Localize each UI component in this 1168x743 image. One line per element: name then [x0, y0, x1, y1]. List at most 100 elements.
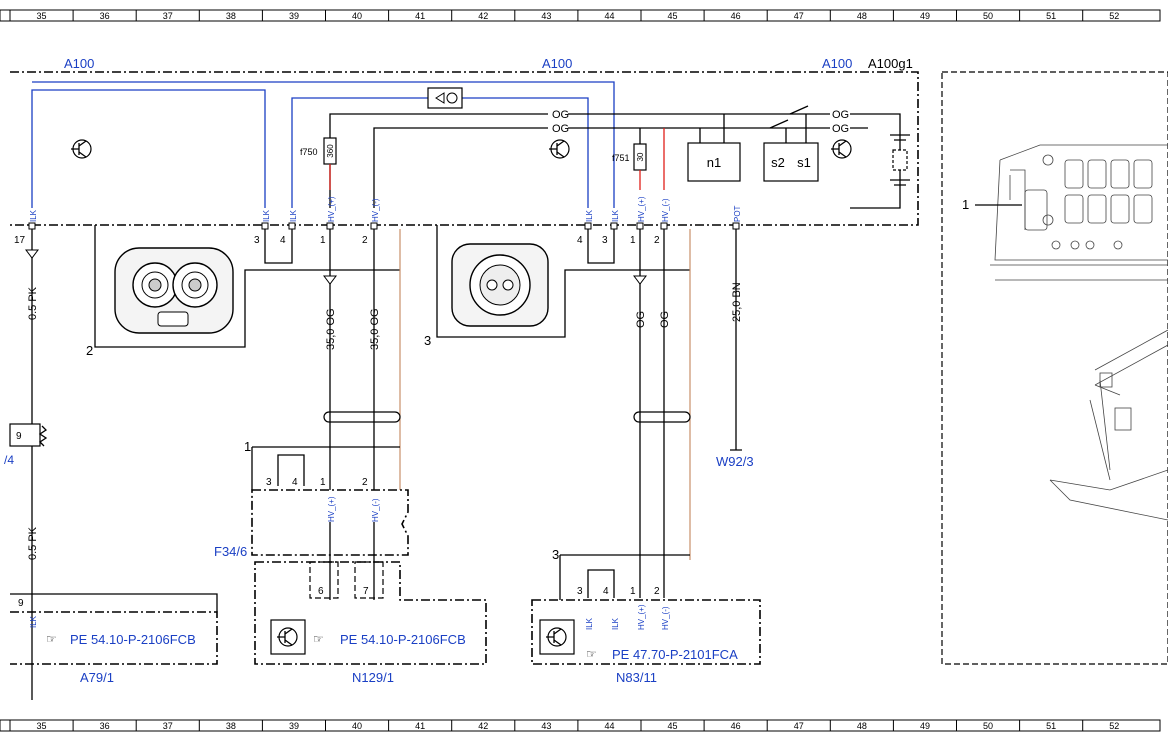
pin-name-hv-neg: HV_(-): [371, 198, 380, 222]
grid-top-cell-label: 44: [604, 11, 614, 21]
grid-bottom-cell-label: 41: [415, 721, 425, 731]
grid-top-cell-label: 48: [857, 11, 867, 21]
fuse-f751-value: 30: [636, 152, 645, 161]
hv-connector-1-icon: [114, 247, 234, 334]
grid-top-cell-label: 46: [731, 11, 741, 21]
a100-label-2: A100: [542, 56, 572, 71]
grid-top-cell-label: 47: [794, 11, 804, 21]
n129-inner-2: [354, 561, 384, 599]
grid-bottom-cell-label: 46: [731, 721, 741, 731]
n129-ref[interactable]: PE 54.10-P-2106FCB: [340, 632, 466, 647]
pin-name-hv-neg: HV_(-): [661, 198, 670, 222]
grid-bottom-cell-label: 35: [37, 721, 47, 731]
a100-label-1: A100: [64, 56, 94, 71]
grid-top-cell-label: 42: [478, 11, 488, 21]
n129-inner-1: [309, 561, 339, 599]
grid-bottom-cell-label: 38: [226, 721, 236, 731]
picture-callout-1: 1: [962, 197, 969, 212]
f34-out-wires: [329, 522, 375, 600]
block-feeds: [699, 114, 807, 150]
hand-pointer-icon: ☞: [46, 632, 57, 646]
pin-number: 6: [318, 586, 324, 597]
pin-number: 3: [254, 235, 260, 246]
og-terminal-3: OG: [832, 109, 849, 121]
w92-label: W92/3: [716, 454, 754, 469]
pin-name-hv-pos: HV_(+): [327, 196, 336, 222]
pin-name-ilk: ILK: [611, 209, 620, 222]
f34-label: F34/6: [214, 544, 247, 559]
pin-number: 3: [266, 477, 272, 488]
pin-number: 3: [602, 235, 608, 246]
a79-frame: [10, 611, 218, 665]
connector-2-bracket: [94, 225, 400, 348]
a100-module-frame: [10, 71, 919, 226]
grid-top-cell-label: 41: [415, 11, 425, 21]
grid-top-cell-label: 49: [920, 11, 930, 21]
pin-name-ilk: ILK: [262, 209, 271, 222]
block-s2-s1: [763, 142, 819, 182]
pin-name-hv-neg: HV_(-): [661, 606, 670, 630]
pin-number: 1: [630, 235, 636, 246]
pin-name-ilk: ILK: [29, 615, 38, 628]
a79-top-line: [10, 593, 218, 612]
grid-bottom-cell-label: 52: [1109, 721, 1119, 731]
hv-connector-2-icon: [451, 243, 549, 327]
grid-top-cell-label: 50: [983, 11, 993, 21]
pin-number: 9: [18, 598, 24, 609]
pin-number: 1: [320, 235, 326, 246]
pin-number: 2: [362, 235, 368, 246]
a100-label-3: A100: [822, 56, 852, 71]
ground-symbol-icon: [546, 627, 567, 647]
pin-number: 17: [14, 235, 26, 246]
wire-arrow-icon: [633, 275, 647, 285]
ground-symbol-icon: [71, 139, 92, 159]
wire-arrow-icon: [25, 249, 39, 259]
fuse-f751-name: f751: [612, 153, 630, 163]
svg-text:OG: OG: [552, 123, 569, 135]
a79-ref[interactable]: PE 54.10-P-2106FCB: [70, 632, 196, 647]
block-s1-label: s1: [797, 155, 811, 170]
grid-top-cell-label: 38: [226, 11, 236, 21]
pin-number: 4: [603, 586, 609, 597]
grid-bottom-cell-label: 47: [794, 721, 804, 731]
pin-number: 7: [363, 586, 369, 597]
n83-ref[interactable]: PE 47.70-P-2101FCA: [612, 647, 738, 662]
grid-bottom-cell-label: 50: [983, 721, 993, 731]
grid-bottom-cell-label: 43: [541, 721, 551, 731]
capacitor-icon: [890, 134, 910, 186]
n83-ilk-loop: [587, 569, 615, 598]
interlock-monitor-icon: [435, 92, 458, 104]
og-terminal-2: OG: [552, 123, 569, 135]
callout-1-line: [251, 446, 400, 490]
pin-number: 1: [630, 586, 636, 597]
pin-number: 4: [577, 235, 583, 246]
grid-bottom-cell-label: 44: [604, 721, 614, 731]
hand-pointer-icon: ☞: [313, 632, 324, 646]
shield-sleeve-2: [633, 411, 691, 423]
block-s2-label: s2: [771, 155, 785, 170]
pin-name-hv-pos: HV_(+): [327, 496, 336, 522]
block-n1: [687, 142, 741, 182]
svg-text:OG: OG: [832, 123, 849, 135]
grid-top-cell-label: 39: [289, 11, 299, 21]
pin-number: 1: [320, 477, 326, 488]
grid-bottom-cell-label: 36: [100, 721, 110, 731]
pin-number: 2: [654, 235, 660, 246]
grid-top-cell-label: 52: [1109, 11, 1119, 21]
ground-symbol-icon: [831, 139, 852, 159]
left-partial-label: /4: [4, 453, 14, 467]
component-picture-icon: [990, 144, 1168, 521]
f34-frame: [251, 489, 409, 556]
interlock-wire-right: [32, 81, 615, 208]
wire-arrow-icon: [323, 275, 337, 285]
callout-1: 1: [244, 439, 251, 454]
grid-bottom-cell-label: 48: [857, 721, 867, 731]
switch-contact-1: [789, 105, 809, 115]
hv-neg-bus: [373, 127, 548, 208]
interlock-wire-mid2: [462, 97, 589, 208]
wire-label-og1: OG: [635, 311, 647, 328]
a100g1-label: A100g1: [868, 56, 913, 71]
svg-text:OG: OG: [552, 109, 569, 121]
pin-number: 4: [280, 235, 286, 246]
